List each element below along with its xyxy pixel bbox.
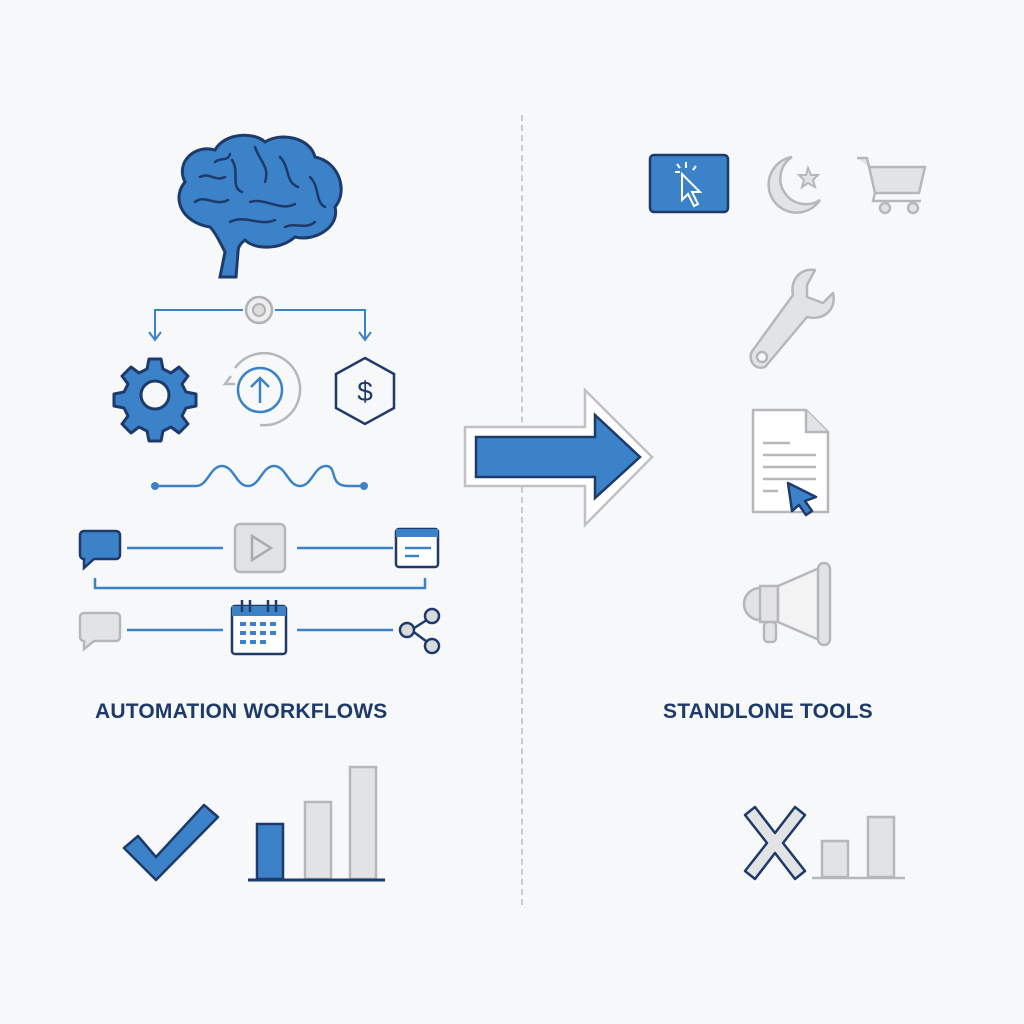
bar-2	[303, 800, 333, 881]
standlone-tools-title: STANDLONE TOOLS	[663, 700, 873, 723]
bar-2	[866, 815, 896, 879]
browser-window-icon	[394, 527, 440, 569]
automation-workflows-title: AUTOMATION WORKFLOWS	[95, 700, 388, 723]
click-cursor-icon	[648, 153, 730, 214]
refresh-upload-icon	[222, 351, 302, 427]
standalone-results	[743, 805, 905, 881]
wave-signal-icon	[151, 464, 368, 490]
chat-bubble-icon	[78, 529, 122, 571]
moon-star-icon	[767, 155, 822, 214]
checkmark-icon	[122, 803, 220, 882]
wrench-icon	[749, 268, 835, 369]
hub-connector	[148, 295, 372, 342]
shopping-cart-icon	[857, 156, 927, 215]
svg-text:$: $	[357, 376, 373, 407]
automation-results	[122, 765, 385, 882]
calendar-icon	[230, 600, 288, 656]
bar-1	[255, 822, 285, 881]
gear-icon	[112, 357, 198, 443]
workflow-grid	[78, 522, 441, 656]
x-mark-icon	[743, 805, 807, 881]
share-icon	[398, 607, 441, 655]
chat-bubble-gray-icon	[78, 611, 122, 652]
center-divider	[521, 115, 523, 905]
dollar-hexagon-icon: $	[334, 356, 396, 426]
hub-node-icon	[244, 295, 274, 325]
bar-3	[348, 765, 378, 881]
bar-1	[820, 839, 850, 879]
play-icon	[233, 522, 287, 574]
document-cursor-icon	[751, 408, 830, 517]
right-arrow-icon	[463, 386, 654, 529]
megaphone-icon	[742, 561, 832, 647]
brain-icon	[177, 133, 343, 279]
